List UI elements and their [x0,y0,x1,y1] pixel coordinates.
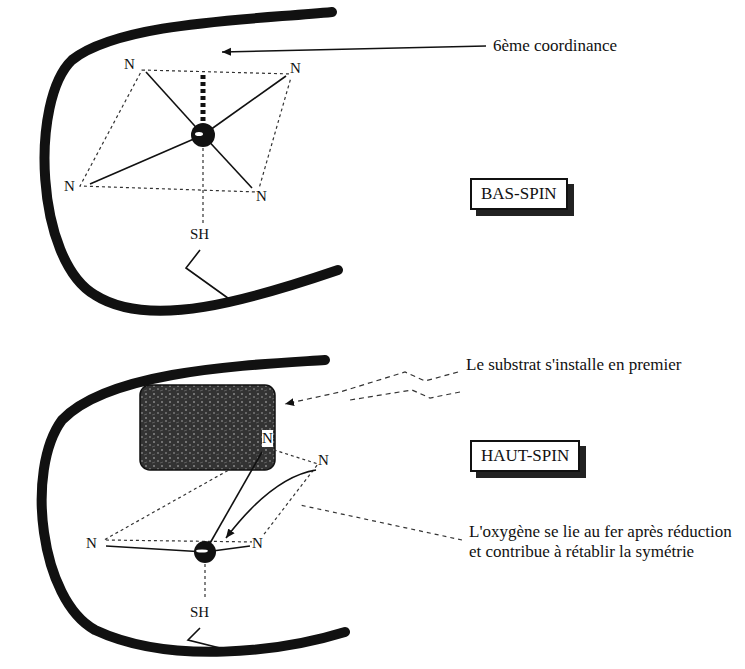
callout-text: L'oxygène se lie au fer après réduction … [468,522,735,561]
spin-label: BAS-SPIN [481,184,557,203]
iron-atom [194,541,216,563]
atom-symbol: N [262,430,273,447]
atom-symbol: N [64,178,75,195]
spin-label: HAUT-SPIN [481,446,569,465]
atom-symbol: N [256,188,267,205]
callout-text: Le substrat s'installe en premier [465,355,717,375]
protein-chain [45,12,338,311]
thiol-group: SH [190,226,209,243]
substrate [140,385,275,470]
spin-state-box: BAS-SPIN [470,178,568,210]
atom-symbol: N [290,60,301,77]
atom-symbol: N [86,535,97,552]
spin-state-box: HAUT-SPIN [470,440,580,472]
thiol-group: SH [190,604,209,621]
atom-symbol: N [252,535,263,552]
callout-text: 6ème coordinance [492,36,618,56]
protein-chain [42,360,345,652]
iron-atom [191,123,215,147]
atom-symbol: N [318,452,329,469]
atom-symbol: N [124,56,135,73]
